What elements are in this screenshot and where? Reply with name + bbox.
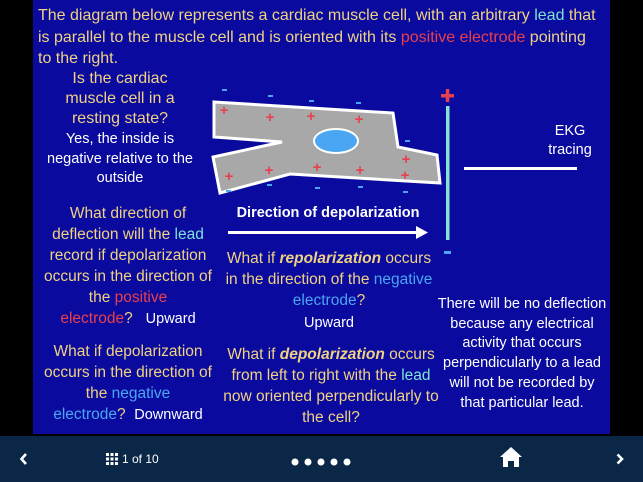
direction-arrow-head	[416, 226, 428, 239]
more-button[interactable]	[291, 454, 353, 472]
q2-qmark: ?	[124, 310, 133, 327]
home-icon	[500, 447, 522, 467]
q5-part3: now oriented perpendicularly to the cell…	[223, 388, 439, 426]
svg-text:+: +	[307, 108, 316, 125]
q3-answer: Downward	[134, 407, 203, 423]
q2-part1: What direction of deflection will the	[52, 205, 187, 243]
intro-text: The diagram below represents a cardiac m…	[38, 5, 598, 70]
q1-answer: Yes, the inside is negative relative to …	[47, 131, 193, 186]
slide-grid-button[interactable]: 1 of 10	[106, 450, 159, 468]
grid-icon	[106, 453, 118, 465]
lead-negative-electrode	[444, 251, 451, 254]
intro-lead-word: lead	[534, 7, 565, 24]
q2-question: What direction of deflection will the le…	[36, 203, 220, 330]
svg-text:+: +	[265, 162, 274, 179]
q5-part2: occurs from left to right with the	[231, 346, 435, 384]
q4-part1: What if	[226, 250, 280, 267]
q4-part2: occurs in the direction of the	[225, 250, 432, 288]
next-button[interactable]	[612, 446, 628, 470]
intro-part3: pointing to the right.	[38, 28, 586, 68]
svg-text:+: +	[402, 151, 411, 168]
direction-arrow-shaft	[228, 231, 418, 234]
q4-qmark: ?	[356, 292, 366, 309]
intro-positive-electrode: positive electrode	[400, 28, 526, 46]
svg-text:+: +	[355, 111, 364, 128]
svg-text:+: +	[356, 162, 365, 179]
cell-diagram: ++++ ++++ ++	[211, 89, 577, 254]
chevron-left-icon	[19, 453, 27, 465]
positive-charges: ++++ ++++ ++	[220, 102, 411, 185]
svg-text:+: +	[313, 159, 322, 176]
q5-lead-word: lead	[401, 367, 431, 384]
q3-negative-word: negative	[111, 385, 171, 402]
q5-question: What if depolarization occurs from left …	[222, 344, 440, 428]
more-dots-icon	[291, 458, 351, 466]
q2-answer: Upward	[145, 311, 196, 327]
q2-lead-word: lead	[174, 226, 204, 243]
q4-answer: Upward	[304, 315, 354, 331]
prev-button[interactable]	[16, 446, 32, 470]
home-button[interactable]	[500, 446, 522, 473]
intro-part1: The diagram below represents a cardiac m…	[38, 7, 535, 24]
q3-question: What if depolarization occurs in the dir…	[36, 341, 220, 426]
ekg-label-line2: tracing	[548, 142, 592, 158]
chevron-right-icon	[616, 453, 624, 465]
q3-part1: What if depolarization occurs in the dir…	[43, 343, 212, 402]
svg-text:+: +	[220, 102, 229, 119]
svg-text:+: +	[225, 168, 234, 185]
q4-emph: repolarization	[279, 250, 382, 267]
nucleus	[313, 128, 359, 154]
ekg-label-line1: EKG	[554, 123, 586, 139]
q5-emph: depolarization	[279, 346, 385, 363]
q3-qmark: ?	[117, 406, 126, 423]
q3-electrode-word: electrode	[53, 406, 117, 423]
q4-negative-electrode: negative electrode	[292, 271, 433, 309]
lead-line	[446, 106, 450, 240]
q5-answer: There will be no deflection because any …	[437, 296, 607, 411]
negative-charges	[222, 89, 410, 193]
direction-label: Direction of depolarization	[236, 205, 420, 221]
q1-question: Is the cardiac muscle cell in a resting …	[65, 70, 175, 127]
slide	[33, 0, 610, 434]
bottom-toolbar: 1 of 10	[0, 436, 643, 482]
ekg-tracing-line	[464, 167, 577, 170]
q2-electrode-word: electrode	[60, 310, 125, 327]
ekg-label: EKG tracing	[540, 122, 600, 160]
svg-text:+: +	[401, 167, 410, 184]
q5-part1: What if	[227, 346, 280, 363]
lead-positive-electrode	[441, 89, 454, 102]
page-indicator: 1 of 10	[122, 452, 159, 466]
q4-question: What if repolarization occurs in the dir…	[224, 248, 434, 311]
svg-text:+: +	[266, 109, 275, 126]
intro-part2: that is parallel to the muscle cell and …	[38, 7, 596, 46]
q2-part2: record if depolarization occurs in the d…	[43, 247, 212, 306]
q2-positive-word: positive	[114, 289, 168, 306]
